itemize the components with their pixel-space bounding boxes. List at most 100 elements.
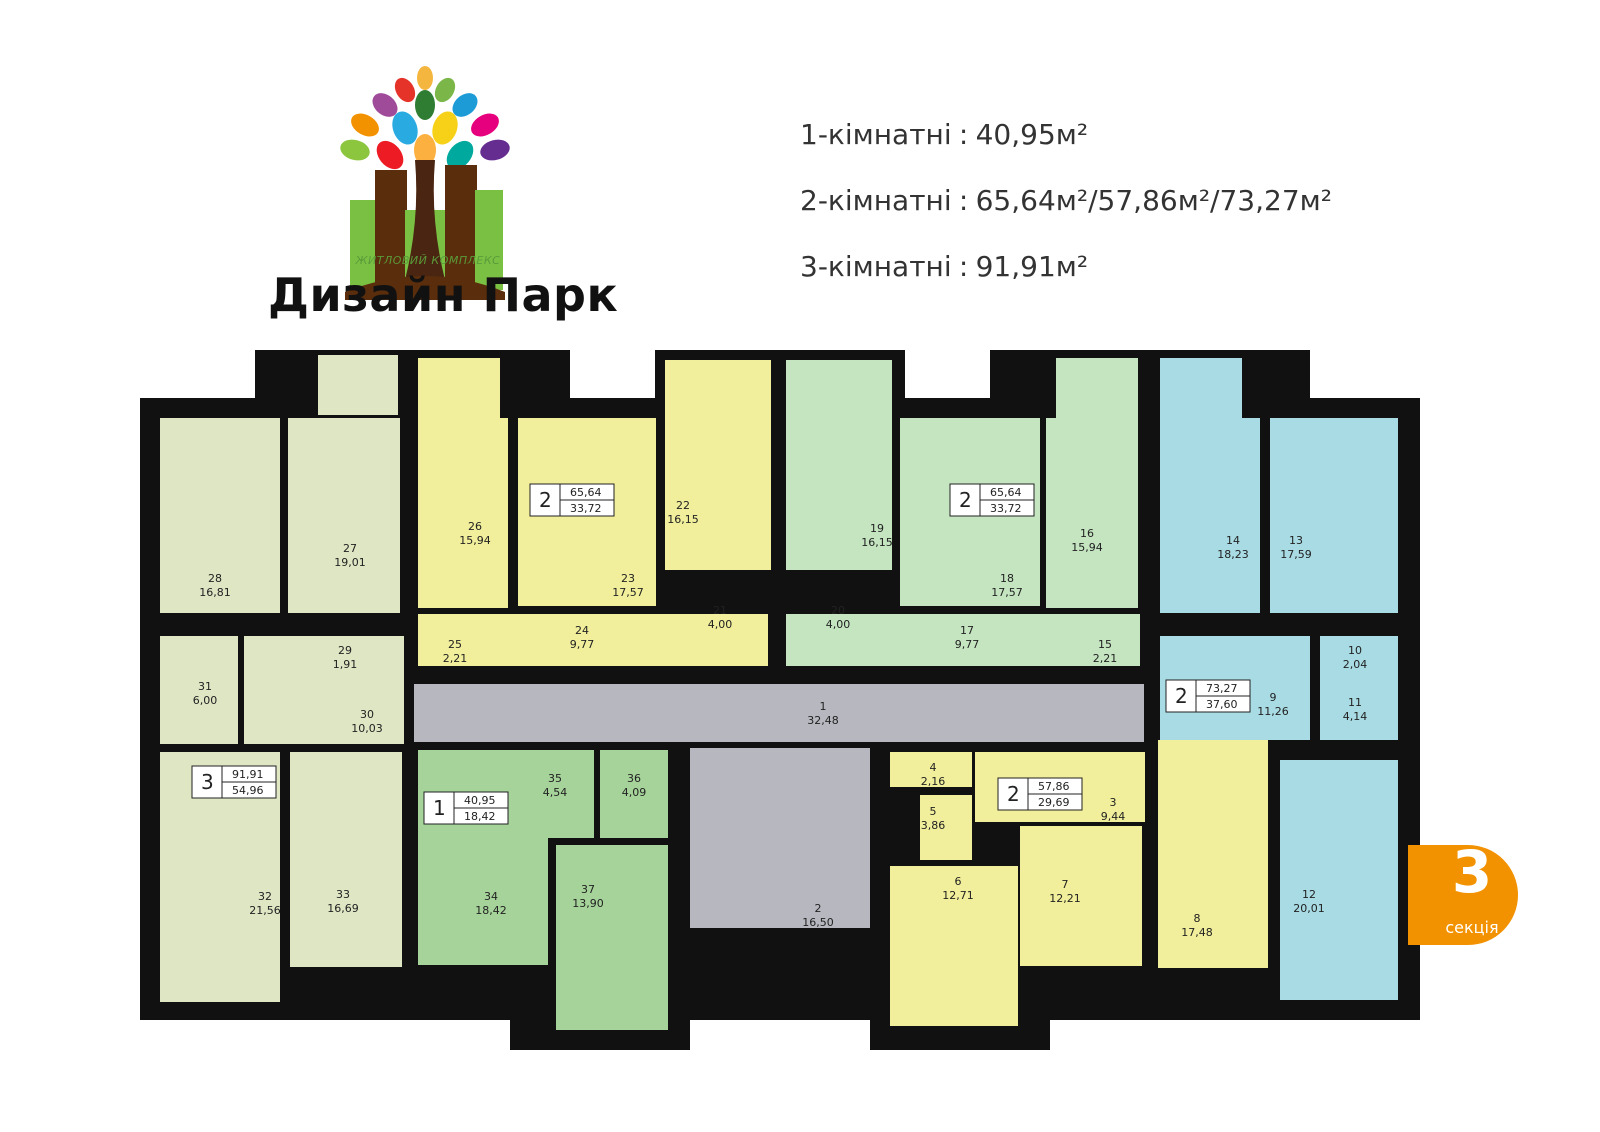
apartment-total-area: 73,27 <box>1206 682 1238 695</box>
room-number: 34 <box>484 890 498 903</box>
room-number: 26 <box>468 520 482 533</box>
legend-separator: : <box>958 118 969 151</box>
room-number: 36 <box>627 772 641 785</box>
room-number: 9 <box>1270 691 1277 704</box>
apartment-tag: 1 40,95 18,42 <box>423 791 509 825</box>
room <box>290 752 402 967</box>
room-area: 17,59 <box>1280 548 1312 561</box>
room-area: 17,57 <box>991 586 1023 599</box>
corridor <box>414 684 1144 742</box>
buildings <box>345 160 505 300</box>
room-number: 15 <box>1098 638 1112 651</box>
apartment-total-area: 40,95 <box>464 794 496 807</box>
room-area: 15,94 <box>459 534 491 547</box>
room-number: 5 <box>930 805 937 818</box>
apartment-legend: 1-кімнатні:40,95м² 2-кімнатні:65,64м²/57… <box>800 118 1360 316</box>
room-area: 10,03 <box>351 722 383 735</box>
room-area: 19,01 <box>334 556 366 569</box>
room-number: 6 <box>955 875 962 888</box>
legend-areas: 91,91м² <box>975 250 1089 283</box>
room-number: 8 <box>1194 912 1201 925</box>
section-badge <box>1408 845 1518 945</box>
apartment-total-area: 57,86 <box>1038 780 1070 793</box>
room-number: 13 <box>1289 534 1303 547</box>
room-area: 2,04 <box>1343 658 1368 671</box>
room-number: 30 <box>360 708 374 721</box>
apartment-rooms: 3 <box>201 770 214 794</box>
room-area: 1,91 <box>333 658 358 671</box>
room-area: 4,00 <box>826 618 851 631</box>
room-number: 27 <box>343 542 357 555</box>
room-area: 9,44 <box>1101 810 1126 823</box>
room-area: 9,77 <box>570 638 595 651</box>
balcony-floor <box>1160 358 1242 418</box>
room-area: 18,23 <box>1217 548 1249 561</box>
room-area: 21,56 <box>249 904 281 917</box>
room-number: 10 <box>1348 644 1362 657</box>
balcony-floor <box>418 358 500 418</box>
room <box>288 418 400 613</box>
apartment-living-area: 37,60 <box>1206 698 1238 711</box>
apartment-tag: 2 65,64 33,72 <box>949 483 1035 517</box>
room <box>1158 740 1268 968</box>
room-area: 18,42 <box>475 904 507 917</box>
room <box>890 866 1018 1026</box>
room-number: 14 <box>1226 534 1240 547</box>
room <box>890 752 972 787</box>
section-label: секція <box>1445 918 1499 937</box>
apartment-tag: 3 91,91 54,96 <box>191 765 277 799</box>
room-number: 4 <box>930 761 937 774</box>
room <box>556 845 668 1030</box>
room-number: 1 <box>820 700 827 713</box>
balcony-floor <box>1056 358 1138 418</box>
apartment-living-area: 54,96 <box>232 784 264 797</box>
room <box>418 418 508 608</box>
apartment-tag: 2 57,86 29,69 <box>997 777 1083 811</box>
room-area: 17,48 <box>1181 926 1213 939</box>
legend-separator: : <box>958 184 969 217</box>
room-area: 6,00 <box>193 694 218 707</box>
room <box>786 360 892 570</box>
room-area: 16,15 <box>861 536 893 549</box>
room-number: 33 <box>336 888 350 901</box>
room-area: 9,77 <box>955 638 980 651</box>
stair-hall <box>690 748 870 928</box>
room-number: 19 <box>870 522 884 535</box>
room-area: 16,69 <box>327 902 359 915</box>
room-area: 2,21 <box>443 652 468 665</box>
room-area: 15,94 <box>1071 541 1103 554</box>
apartment-total-area: 65,64 <box>570 486 602 499</box>
room-area: 4,00 <box>708 618 733 631</box>
logo-title: Дизайн Парк <box>268 268 619 322</box>
logo-subtitle: ЖИТЛОВИЙ КОМПЛЕКС <box>355 254 501 267</box>
room-area: 12,71 <box>942 889 974 902</box>
room-area: 13,90 <box>572 897 604 910</box>
balcony-floor <box>318 355 398 415</box>
apartment-rooms: 1 <box>433 796 446 820</box>
room <box>1270 418 1398 613</box>
apartment-rooms: 2 <box>539 488 552 512</box>
room-number: 7 <box>1062 878 1069 891</box>
apartment-living-area: 29,69 <box>1038 796 1070 809</box>
room-number: 2 <box>815 902 822 915</box>
room-number: 16 <box>1080 527 1094 540</box>
room-number: 3 <box>1110 796 1117 809</box>
room <box>786 614 1140 666</box>
room-number: 12 <box>1302 888 1316 901</box>
apartment-tag: 2 73,27 37,60 <box>1165 679 1251 713</box>
room-area: 12,21 <box>1049 892 1081 905</box>
legend-areas: 40,95м² <box>975 118 1089 151</box>
room-number: 17 <box>960 624 974 637</box>
room-number: 11 <box>1348 696 1362 709</box>
apartment-living-area: 33,72 <box>570 502 602 515</box>
room-number: 35 <box>548 772 562 785</box>
room-area: 2,16 <box>921 775 946 788</box>
room <box>1320 636 1398 740</box>
room-number: 28 <box>208 572 222 585</box>
apartment-total-area: 65,64 <box>990 486 1022 499</box>
room <box>1160 418 1260 613</box>
room-area: 32,48 <box>807 714 839 727</box>
room-number: 37 <box>581 883 595 896</box>
room-number: 21 <box>713 604 727 617</box>
room-area: 4,14 <box>1343 710 1368 723</box>
